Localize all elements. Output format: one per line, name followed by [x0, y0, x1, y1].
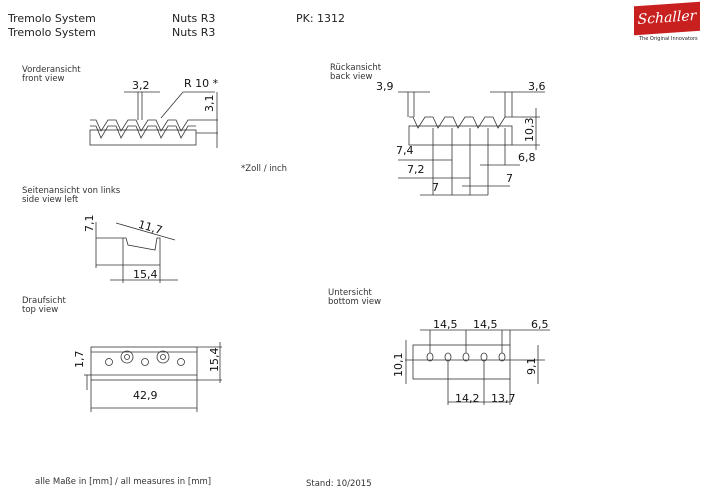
dim-label: 7,1	[83, 214, 96, 233]
front-view-label-en: front view	[22, 74, 65, 84]
top-view-label-en: top view	[22, 305, 59, 315]
dim-label: R 10 *	[184, 77, 219, 90]
inch-note: *Zoll / inch	[241, 164, 288, 174]
dim-label: 7,4	[396, 144, 414, 157]
side-view-label-en: side view left	[22, 195, 79, 205]
back-view-label-de: Rückansicht	[330, 63, 382, 73]
dim-label: 10,1	[392, 352, 405, 378]
front-view-label-de: Vorderansicht	[22, 65, 81, 75]
dim-label: 3,9	[376, 80, 394, 93]
dim-label: 9,1	[525, 357, 538, 376]
dim-label: 6,5	[531, 318, 549, 331]
dim-label: 14,5	[433, 318, 458, 331]
side-view-drawing	[95, 222, 178, 283]
dim-label: 6,8	[518, 151, 536, 164]
bottom-view-label-en: bottom view	[328, 297, 382, 307]
model-name: Nuts R3	[172, 26, 216, 39]
back-view-drawing	[398, 91, 545, 196]
top-view-label-de: Draufsicht	[22, 296, 66, 306]
dim-label: 15,4	[208, 347, 221, 373]
dim-label: 3,2	[132, 79, 150, 92]
dim-label: 3,1	[203, 94, 216, 113]
dim-label: 7,2	[407, 163, 425, 176]
dim-label: 7	[432, 181, 439, 194]
revision-date: Stand: 10/2015	[306, 479, 372, 488]
model-name: Nuts R3	[172, 12, 216, 25]
dim-label: 15,4	[133, 268, 158, 281]
bottom-view-drawing	[405, 329, 550, 405]
dim-label: 42,9	[133, 389, 158, 402]
top-view-drawing	[84, 342, 222, 412]
measures-note: alle Maße in [mm] / all measures in [mm]	[35, 477, 212, 487]
dim-label: 14,2	[455, 392, 480, 405]
dim-label: 13,7	[491, 392, 516, 405]
dim-label: 7	[506, 172, 513, 185]
dim-label: 1,7	[73, 350, 86, 369]
dim-label: 14,5	[473, 318, 498, 331]
side-view-label-de: Seitenansicht von links	[22, 186, 121, 196]
product-name: Tremolo System	[8, 12, 96, 25]
front-view-drawing	[89, 91, 218, 148]
product-name: Tremolo System	[8, 26, 96, 39]
pk-number: PK: 1312	[296, 12, 346, 25]
bottom-view-label-de: Untersicht	[328, 288, 372, 298]
logo-tagline: The Original Innovators	[639, 36, 698, 42]
dim-label: 3,6	[528, 80, 546, 93]
dim-label: 10,3	[523, 117, 536, 143]
back-view-label-en: back view	[330, 72, 373, 82]
